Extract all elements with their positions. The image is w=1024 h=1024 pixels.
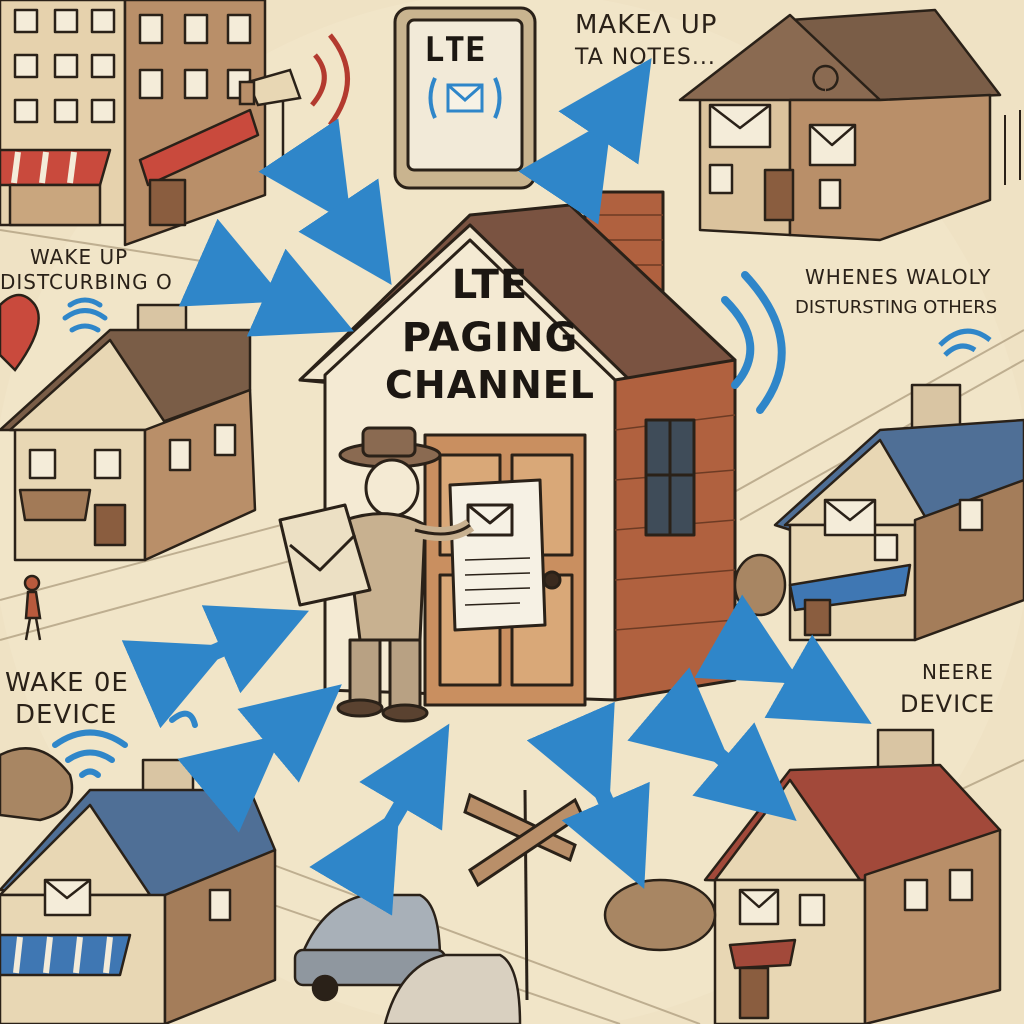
walking-person	[23, 574, 42, 641]
phone-screen-text: LTE	[424, 30, 486, 70]
label-bottom-left-2: DEVICE	[15, 700, 118, 730]
arrow-left-lower	[121, 605, 309, 729]
bottom-left-house	[0, 758, 277, 1024]
title-line-2: PAGING	[401, 315, 579, 361]
label-top-right-2: TA NOTES...	[575, 45, 716, 70]
label-top-right-1: MAKEɅ UP	[575, 10, 718, 40]
bush	[603, 553, 787, 952]
wifi-icon-left	[62, 297, 108, 333]
mail-carrier-figure	[278, 426, 475, 723]
wifi-icon-bottom-left	[52, 710, 198, 778]
top-left-apartment-building	[0, 0, 267, 247]
signal-arrows	[121, 58, 872, 916]
left-house	[0, 303, 257, 562]
label-bottom-right-1: NEERE	[922, 660, 994, 684]
arrow-bottom-right	[627, 667, 797, 822]
phone-device	[393, 6, 537, 190]
top-right-house	[678, 8, 1021, 242]
arrow-left-upper	[178, 218, 354, 337]
arrow-bottom-left-1	[177, 684, 342, 833]
title-line-1: LTE	[451, 262, 529, 308]
rock	[0, 747, 74, 822]
arrow-bottom-center-right	[526, 701, 650, 889]
megaphone-icon	[238, 33, 350, 180]
heart-icon	[0, 293, 40, 372]
label-bottom-left-1: WAKE 0E	[5, 668, 129, 698]
wifi-signal-icon	[938, 328, 992, 357]
arrow-top-right	[518, 58, 652, 225]
arrow-bottom-center-left	[309, 723, 450, 916]
arrow-right	[694, 594, 872, 724]
label-right-2: DISTURSTING OTHERS	[795, 297, 998, 318]
radio-waves-icon	[721, 271, 786, 414]
arrow-top-left	[258, 118, 392, 285]
title-line-3: CHANNEL	[385, 363, 595, 407]
label-bottom-right-2: DEVICE	[900, 690, 996, 718]
label-left-2: DISTCURBING O	[0, 270, 173, 294]
label-right-1: WHENES WALOLY	[805, 265, 992, 289]
bottom-right-house	[703, 728, 1002, 1024]
label-left-1: WAKE UP	[30, 245, 129, 269]
